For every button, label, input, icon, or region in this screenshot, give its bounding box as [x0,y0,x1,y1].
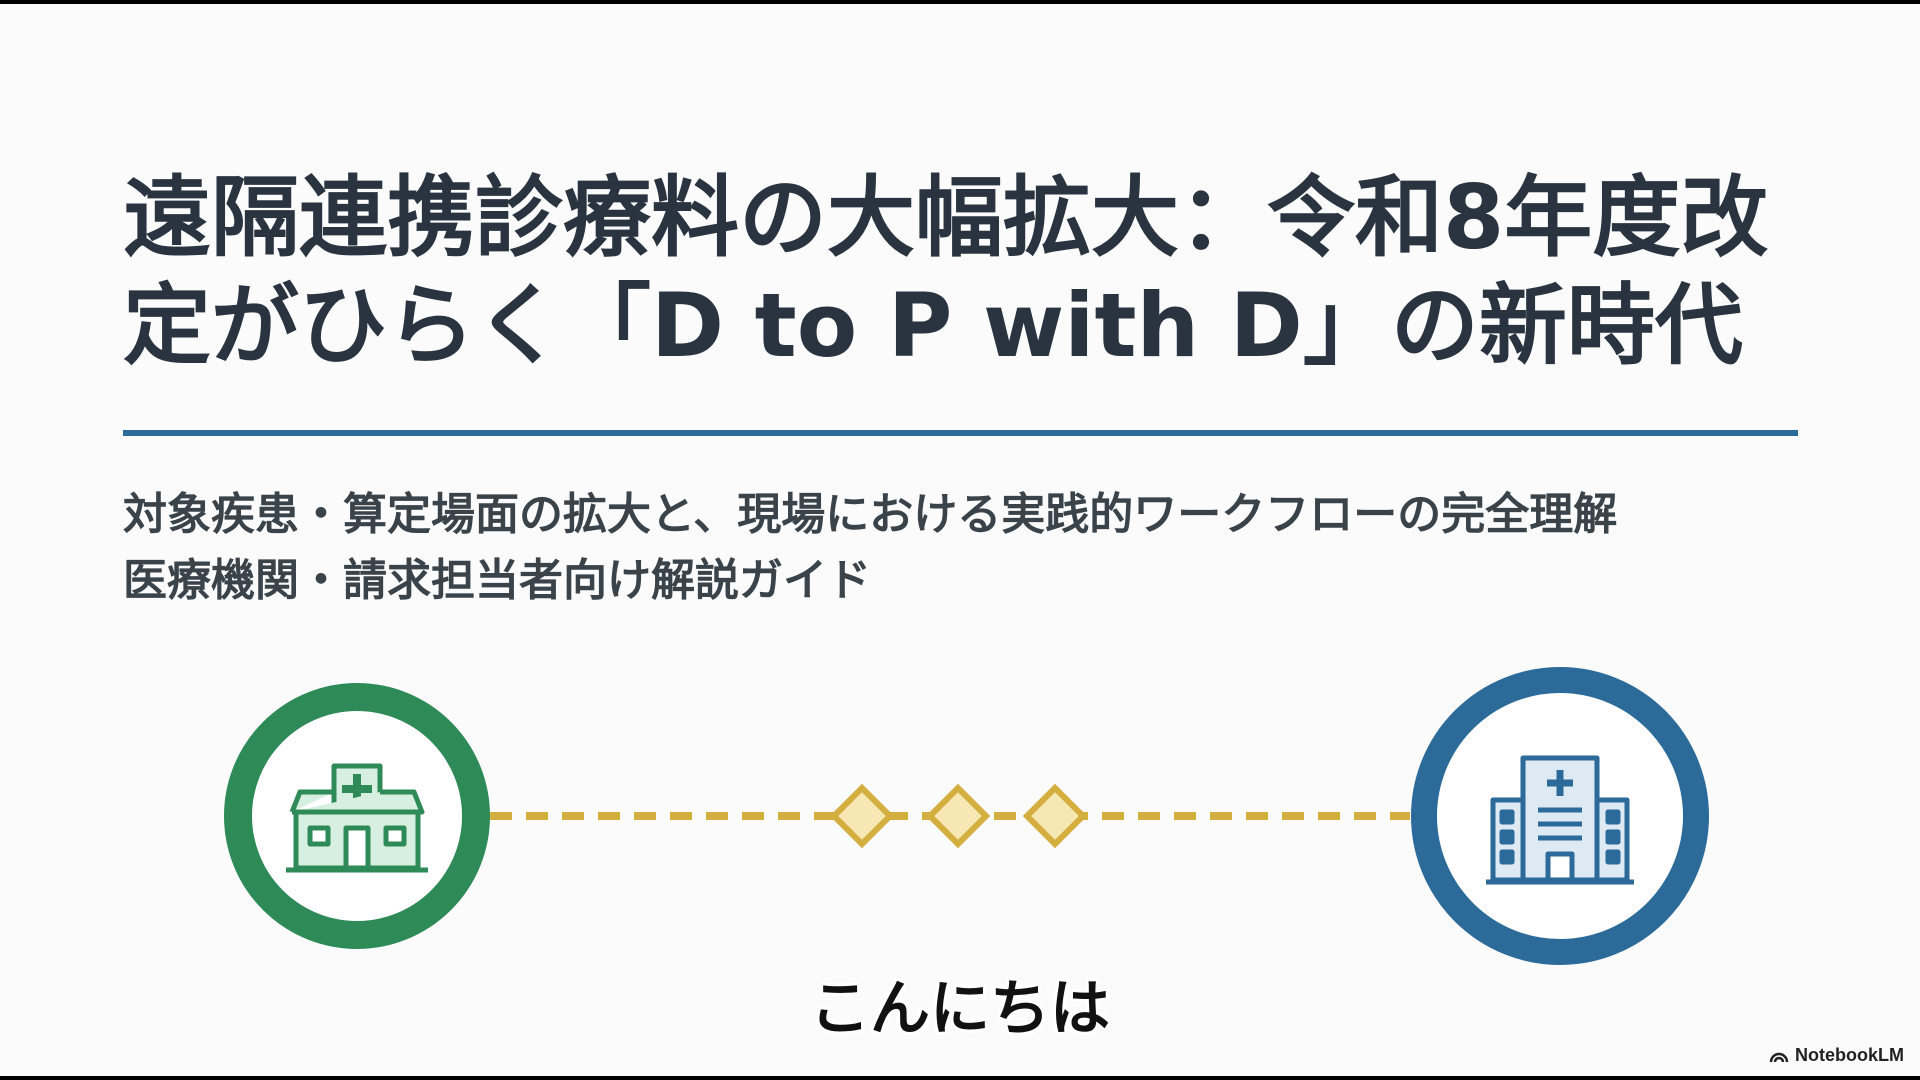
connection-diagram [224,667,1709,965]
notebooklm-logo-icon [1769,1052,1789,1062]
subtitle-caption: こんにちは [810,974,1110,1044]
slide-title-line-2: 定がひらく「D to P with D」の新時代 [123,274,1743,377]
brand-label: NotebookLM [1795,1045,1904,1065]
diamond-icon [829,783,895,849]
hospital-node [1411,667,1709,965]
diamond-icon [1022,783,1088,849]
diamond-icon [925,783,991,849]
notebooklm-watermark: NotebookLM [1769,1045,1904,1066]
slide-subtitle-line-2: 医療機関・請求担当者向け解説ガイド [123,555,871,606]
slide-title: 遠隔連携診療料の大幅拡大：令和8年度改 定がひらく「D to P with D」… [123,164,1803,380]
slide-subtitle-line-1: 対象疾患・算定場面の拡大と、現場における実践的ワークフローの完全理解 [123,489,1618,540]
slide: 遠隔連携診療料の大幅拡大：令和8年度改 定がひらく「D to P with D」… [0,4,1920,1076]
clinic-node [224,683,490,949]
slide-subtitle: 対象疾患・算定場面の拡大と、現場における実践的ワークフローの完全理解 医療機関・… [123,482,1823,614]
title-divider [123,430,1798,436]
clinic-icon [286,763,428,873]
slide-title-line-1: 遠隔連携診療料の大幅拡大：令和8年度改 [123,166,1769,269]
hospital-icon [1486,755,1634,885]
